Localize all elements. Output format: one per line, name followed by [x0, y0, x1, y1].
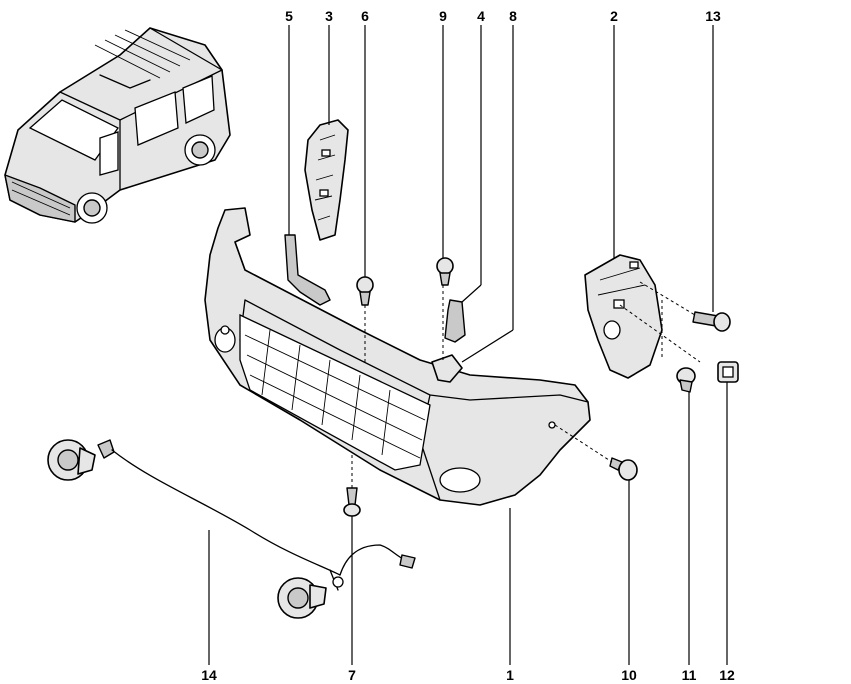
callout-9: 9 [439, 8, 447, 24]
callout-13: 13 [705, 8, 721, 24]
screw-9 [436, 257, 454, 286]
fog-lamps-harness-14 [47, 439, 416, 619]
nut-12 [717, 361, 739, 383]
mount-8 [431, 354, 463, 383]
callout-3: 3 [325, 8, 333, 24]
callout-14: 14 [201, 667, 217, 683]
callout-8: 8 [509, 8, 517, 24]
callout-1: 1 [506, 667, 514, 683]
side-bracket-2 [584, 254, 663, 379]
leader-lines [208, 25, 728, 665]
clip-4 [444, 299, 466, 343]
callout-12: 12 [719, 667, 735, 683]
callout-7: 7 [348, 667, 356, 683]
screw-6 [356, 276, 374, 306]
side-bracket-3 [304, 119, 349, 241]
front-bumper [204, 207, 591, 506]
van-illustration [4, 27, 231, 224]
screw-7 [343, 487, 361, 517]
callout-labels: 5 3 6 9 4 8 2 13 14 7 1 10 11 12 [201, 8, 735, 683]
callout-4: 4 [477, 8, 485, 24]
screw-13 [692, 311, 731, 332]
screw-11 [676, 367, 696, 393]
clip-5 [284, 234, 331, 306]
callout-5: 5 [285, 8, 293, 24]
callout-6: 6 [361, 8, 369, 24]
screw-10 [609, 457, 638, 481]
callout-10: 10 [621, 667, 637, 683]
callout-11: 11 [682, 667, 697, 683]
callout-2: 2 [610, 8, 618, 24]
